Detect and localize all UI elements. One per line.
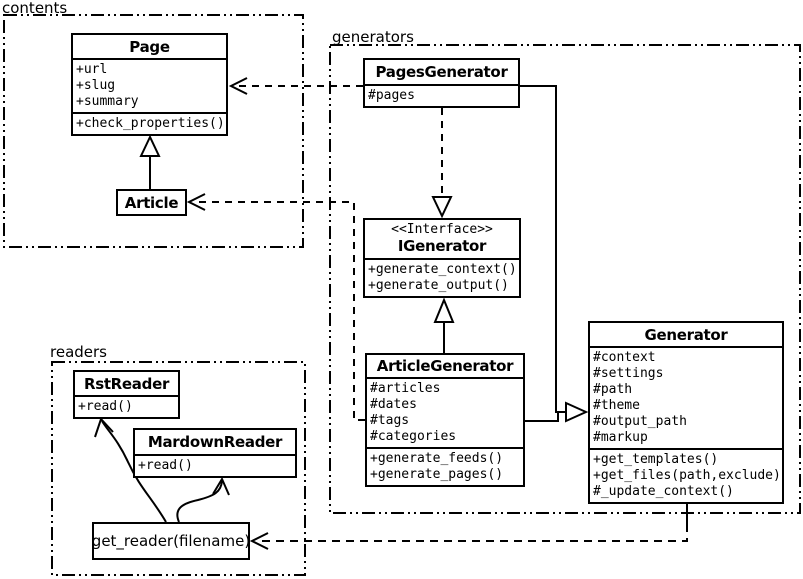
method: +get_templates() bbox=[593, 452, 719, 467]
package-generators-border bbox=[329, 44, 801, 514]
dependency-generator-to-getreader bbox=[249, 504, 688, 550]
method: +generate_context() bbox=[368, 262, 517, 277]
package-generators-label: generators bbox=[332, 28, 414, 46]
method: +generate_output() bbox=[368, 278, 509, 293]
arrow-getreader-to-rstreader bbox=[94, 417, 167, 523]
class-generator-methods: +get_templates() +get_files(path,exclude… bbox=[590, 448, 782, 502]
attribute: #pages bbox=[368, 88, 415, 103]
attribute: +url bbox=[76, 62, 108, 77]
inheritance-generators-to-generator bbox=[520, 85, 589, 423]
package-contents-label: contents bbox=[2, 0, 68, 17]
class-article: Article bbox=[116, 189, 187, 216]
attribute: #articles bbox=[370, 381, 441, 396]
get-reader-label: get_reader(filename) bbox=[91, 532, 251, 550]
method: +generate_pages() bbox=[370, 467, 504, 482]
attribute: #theme bbox=[593, 398, 640, 413]
method: +generate_feeds() bbox=[370, 451, 504, 466]
class-mardownreader-methods: +read() bbox=[135, 454, 295, 476]
class-rstreader-title: RstReader bbox=[83, 374, 170, 393]
class-igenerator: <<Interface>> IGenerator +generate_conte… bbox=[363, 218, 521, 298]
attribute: #output_path bbox=[593, 414, 687, 429]
class-page: Page +url +slug +summary +check_properti… bbox=[71, 33, 228, 136]
method: +check_properties() bbox=[76, 116, 225, 131]
class-pagesgenerator-title: PagesGenerator bbox=[375, 63, 508, 81]
class-rstreader-methods: +read() bbox=[75, 395, 178, 417]
attribute: #path bbox=[593, 382, 633, 397]
arrow-getreader-to-mardownreader bbox=[176, 476, 230, 523]
class-articlegenerator-attributes: #articles #dates #tags #categories bbox=[367, 377, 523, 447]
class-igenerator-title: IGenerator bbox=[397, 237, 487, 255]
class-articlegenerator: ArticleGenerator #articles #dates #tags … bbox=[365, 353, 525, 487]
class-page-methods: +check_properties() bbox=[73, 112, 226, 134]
interface-stereotype: <<Interface>> bbox=[391, 222, 493, 237]
class-generator-title: Generator bbox=[644, 325, 728, 344]
class-mardownreader-title: MardownReader bbox=[147, 433, 283, 451]
method: +read() bbox=[138, 458, 193, 473]
attribute: +slug bbox=[76, 78, 116, 93]
method: +read() bbox=[78, 399, 133, 414]
attribute: #settings bbox=[593, 366, 664, 381]
attribute: #markup bbox=[593, 430, 648, 445]
inheritance-articlegenerator-to-igenerator bbox=[433, 297, 455, 353]
dependency-pagesgenerator-to-page bbox=[228, 77, 363, 95]
class-mardownreader: MardownReader +read() bbox=[133, 428, 297, 478]
class-articlegenerator-methods: +generate_feeds() +generate_pages() bbox=[367, 447, 523, 485]
get-reader-box: get_reader(filename) bbox=[92, 522, 250, 560]
class-generator: Generator #context #settings #path #them… bbox=[588, 321, 784, 504]
class-rstreader: RstReader +read() bbox=[73, 370, 180, 419]
class-igenerator-methods: +generate_context() +generate_output() bbox=[365, 258, 519, 296]
class-pagesgenerator-attributes: #pages bbox=[365, 84, 518, 106]
attribute: #tags bbox=[370, 413, 410, 428]
attribute: +summary bbox=[76, 94, 139, 109]
class-page-title: Page bbox=[129, 37, 170, 56]
inheritance-article-to-page bbox=[139, 134, 161, 189]
attribute: #context bbox=[593, 350, 656, 365]
package-readers-border bbox=[51, 361, 306, 576]
realization-pagesgenerator-to-igenerator bbox=[431, 108, 453, 219]
class-igenerator-title-block: <<Interface>> IGenerator bbox=[365, 220, 519, 258]
class-pagesgenerator: PagesGenerator #pages bbox=[363, 58, 520, 108]
dependency-articlegenerator-to-article bbox=[186, 193, 365, 421]
class-page-attributes: +url +slug +summary bbox=[73, 58, 226, 112]
class-generator-attributes: #context #settings #path #theme #output_… bbox=[590, 346, 782, 448]
attribute: #categories bbox=[370, 429, 457, 444]
method: #_update_context() bbox=[593, 484, 734, 499]
class-article-title: Article bbox=[124, 193, 179, 212]
attribute: #dates bbox=[370, 397, 417, 412]
package-readers-label: readers bbox=[50, 343, 107, 361]
class-articlegenerator-title: ArticleGenerator bbox=[376, 357, 514, 375]
method: +get_files(path,exclude) bbox=[593, 468, 781, 483]
package-contents-border bbox=[3, 14, 304, 248]
